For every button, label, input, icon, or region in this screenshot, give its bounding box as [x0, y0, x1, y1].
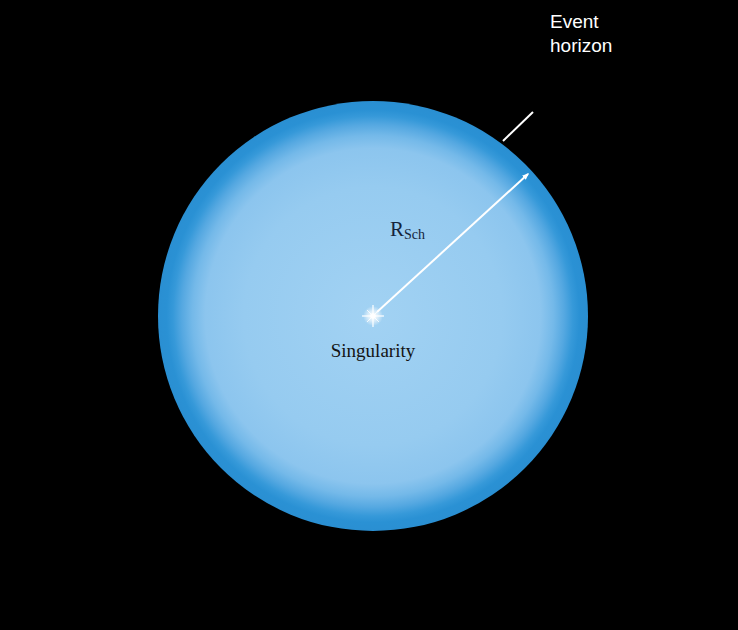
radius-label: Sch: [404, 227, 425, 242]
singularity-label: Singularity: [331, 341, 415, 362]
radius-label: R: [390, 218, 404, 241]
horizon-shape: [158, 101, 588, 531]
event-horizon-circle: RSchSingularity: [158, 101, 588, 531]
leader-line: [503, 112, 533, 141]
callout-label: Event horizon: [550, 10, 634, 58]
